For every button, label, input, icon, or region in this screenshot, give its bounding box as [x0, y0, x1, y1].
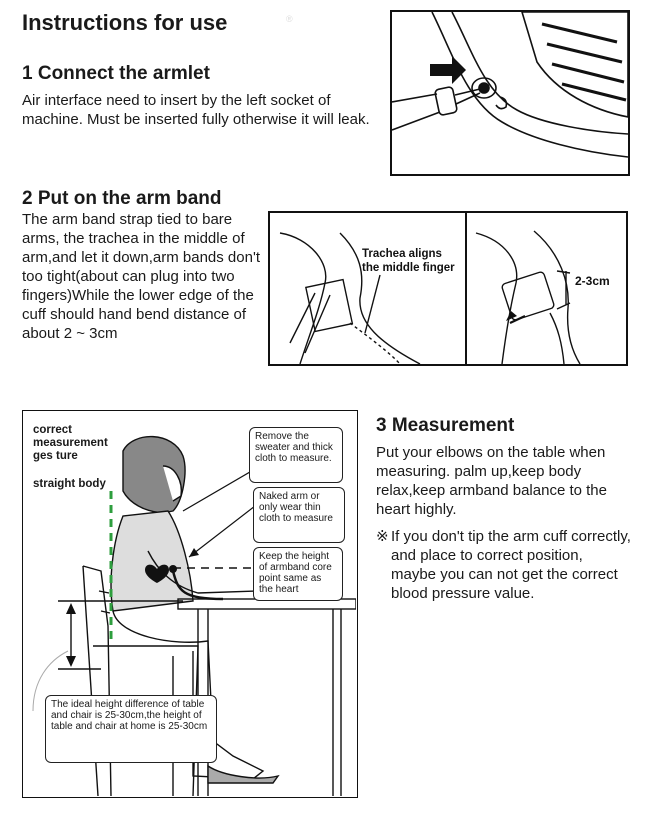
posture-illustration: correct measurement ges ture straight bo… [22, 410, 358, 798]
down-arrow-icon [66, 656, 76, 667]
step3-body: Put your elbows on the table when measur… [376, 444, 607, 518]
connector-drawing [392, 12, 628, 158]
step3-note-text: If you don't tip the arm cuff correctly,… [391, 528, 631, 602]
distance-label: 2-3cm [575, 274, 610, 288]
heart-icon [145, 564, 169, 583]
posture-label: correct measurement ges ture [33, 424, 108, 462]
trachea-label-line2: the middle finger [362, 262, 455, 274]
step2-body: The arm band strap tied to bare arms, th… [22, 211, 260, 342]
callout-sweater: Remove the sweater and thick cloth to me… [249, 427, 343, 483]
insert-arrow-icon [430, 56, 466, 84]
step1-body: Air interface need to insert by the left… [22, 92, 370, 128]
step3-heading: 3 Measurement [376, 415, 515, 436]
step3-note: ※ If you don't tip the arm cuff correctl… [376, 527, 631, 603]
straight-body-label: straight body [33, 478, 106, 490]
callout-heart-height: Keep the height of armband core point sa… [253, 547, 343, 601]
arm-band-illustration: Trachea aligns the middle finger 2-3cm [268, 211, 628, 366]
callout-naked-arm: Naked arm or only wear thin cloth to mea… [253, 487, 345, 543]
cuff-arrow-icon [506, 311, 517, 321]
watermark: ® [286, 14, 293, 24]
note-symbol-icon: ※ [376, 528, 389, 545]
core-point-icon [169, 565, 177, 573]
callout-table-height: The ideal height difference of table and… [45, 695, 217, 763]
step1-heading: 1 Connect the armlet [22, 63, 210, 84]
page-title: Instructions for use [22, 10, 228, 35]
arm-band-drawing: Trachea aligns the middle finger 2-3cm [279, 213, 610, 364]
connector-illustration [390, 10, 630, 176]
posture-drawing [32, 435, 356, 796]
up-arrow-icon [66, 603, 76, 614]
step2-heading: 2 Put on the arm band [22, 188, 222, 209]
trachea-label-line1: Trachea aligns [362, 248, 442, 260]
